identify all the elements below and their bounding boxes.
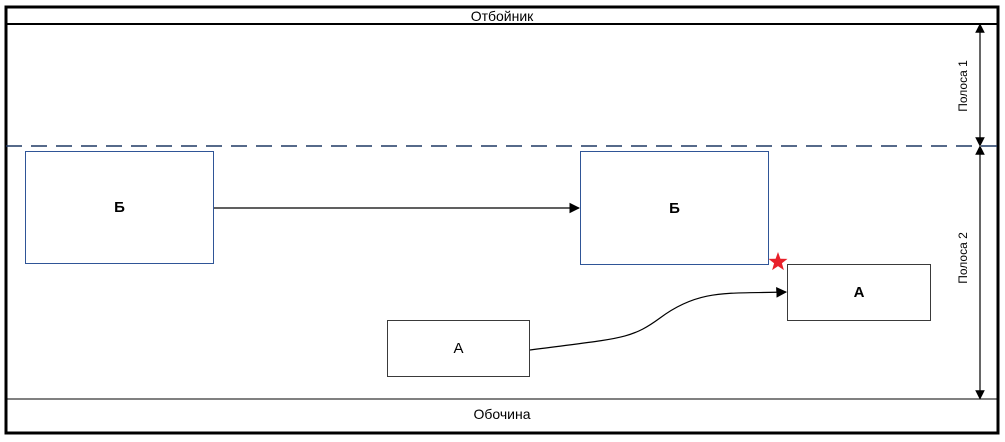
- lane2-label: Полоса 2: [956, 232, 970, 284]
- vehicle-a-end: А: [787, 264, 931, 321]
- a-curved-arrow-icon: [529, 286, 788, 351]
- vehicle-b-end: Б: [580, 151, 769, 265]
- lane1-label: Полоса 1: [956, 60, 970, 112]
- vehicle-a-start: А: [387, 320, 530, 377]
- shoulder-label: Обочина: [473, 406, 531, 422]
- impact-star-icon: [768, 252, 788, 271]
- vehicle-b-start: Б: [25, 151, 214, 264]
- barrier-label: Отбойник: [470, 8, 534, 24]
